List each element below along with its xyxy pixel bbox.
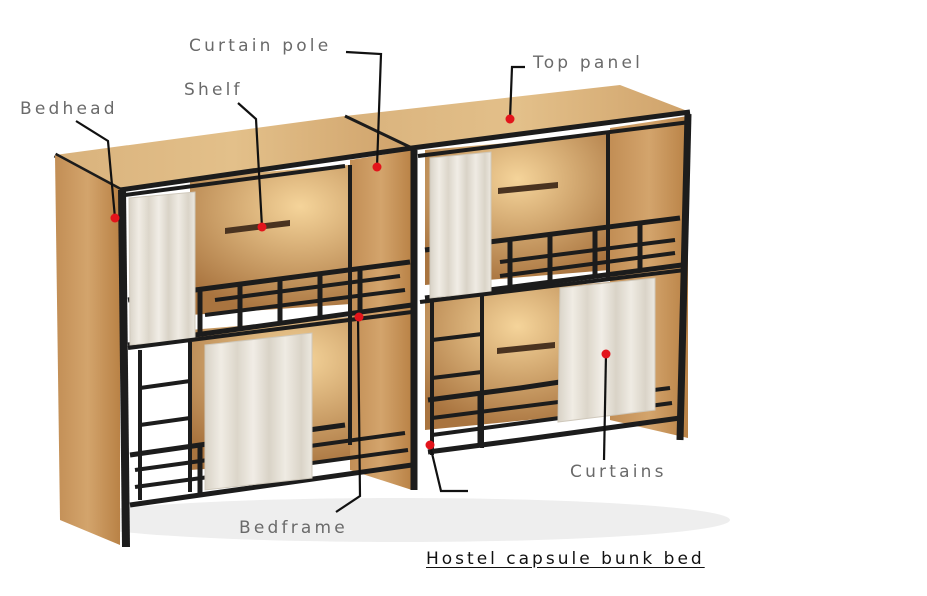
top-panel-right: [345, 85, 690, 148]
marker-curtain-pole: [372, 162, 382, 172]
curtain-right-upper: [429, 151, 492, 299]
leader-unlabeled: [428, 444, 468, 493]
leader-bedframe: [335, 316, 362, 513]
curtain-rail-left-lower: [127, 310, 413, 350]
shelf-right-lower: [497, 342, 555, 354]
top-panel: [55, 116, 412, 190]
ladder-left: [138, 342, 192, 500]
curtain-rail-right: [417, 120, 691, 158]
curtain-rail-left: [124, 164, 346, 197]
leader-bedhead: [75, 120, 117, 219]
label-curtain-pole: Curtain pole: [189, 36, 332, 56]
leader-top-panel: [508, 65, 525, 120]
shelf-right-upper: [498, 182, 558, 194]
curtain-left-upper: [128, 191, 196, 346]
label-curtains: Curtains: [570, 462, 667, 482]
leader-curtains: [602, 353, 608, 461]
post-right: [676, 113, 692, 441]
ladder-right: [430, 295, 484, 455]
marker-bedframe: [354, 312, 364, 322]
leader-curtain-pole: [345, 50, 383, 168]
leader-shelf: [237, 102, 264, 228]
floor-shadow: [70, 498, 730, 542]
diagram-caption: Hostel capsule bunk bed: [426, 549, 705, 569]
marker-top-panel: [505, 114, 515, 124]
label-top-panel: Top panel: [533, 53, 644, 73]
marker-bedhead: [110, 213, 120, 223]
marker-curtains: [601, 349, 611, 359]
marker-shelf: [257, 222, 267, 232]
left-post: [118, 189, 130, 548]
middle-divider: [350, 150, 412, 490]
marker-unlabeled: [425, 440, 435, 450]
label-bedframe: Bedframe: [239, 518, 348, 538]
curtain-left-lower: [204, 332, 313, 491]
left-end-panel: [55, 155, 120, 545]
label-bedhead: Bedhead: [20, 99, 118, 119]
label-shelf: Shelf: [184, 80, 243, 100]
curtain-rail-right-lower: [419, 268, 686, 304]
